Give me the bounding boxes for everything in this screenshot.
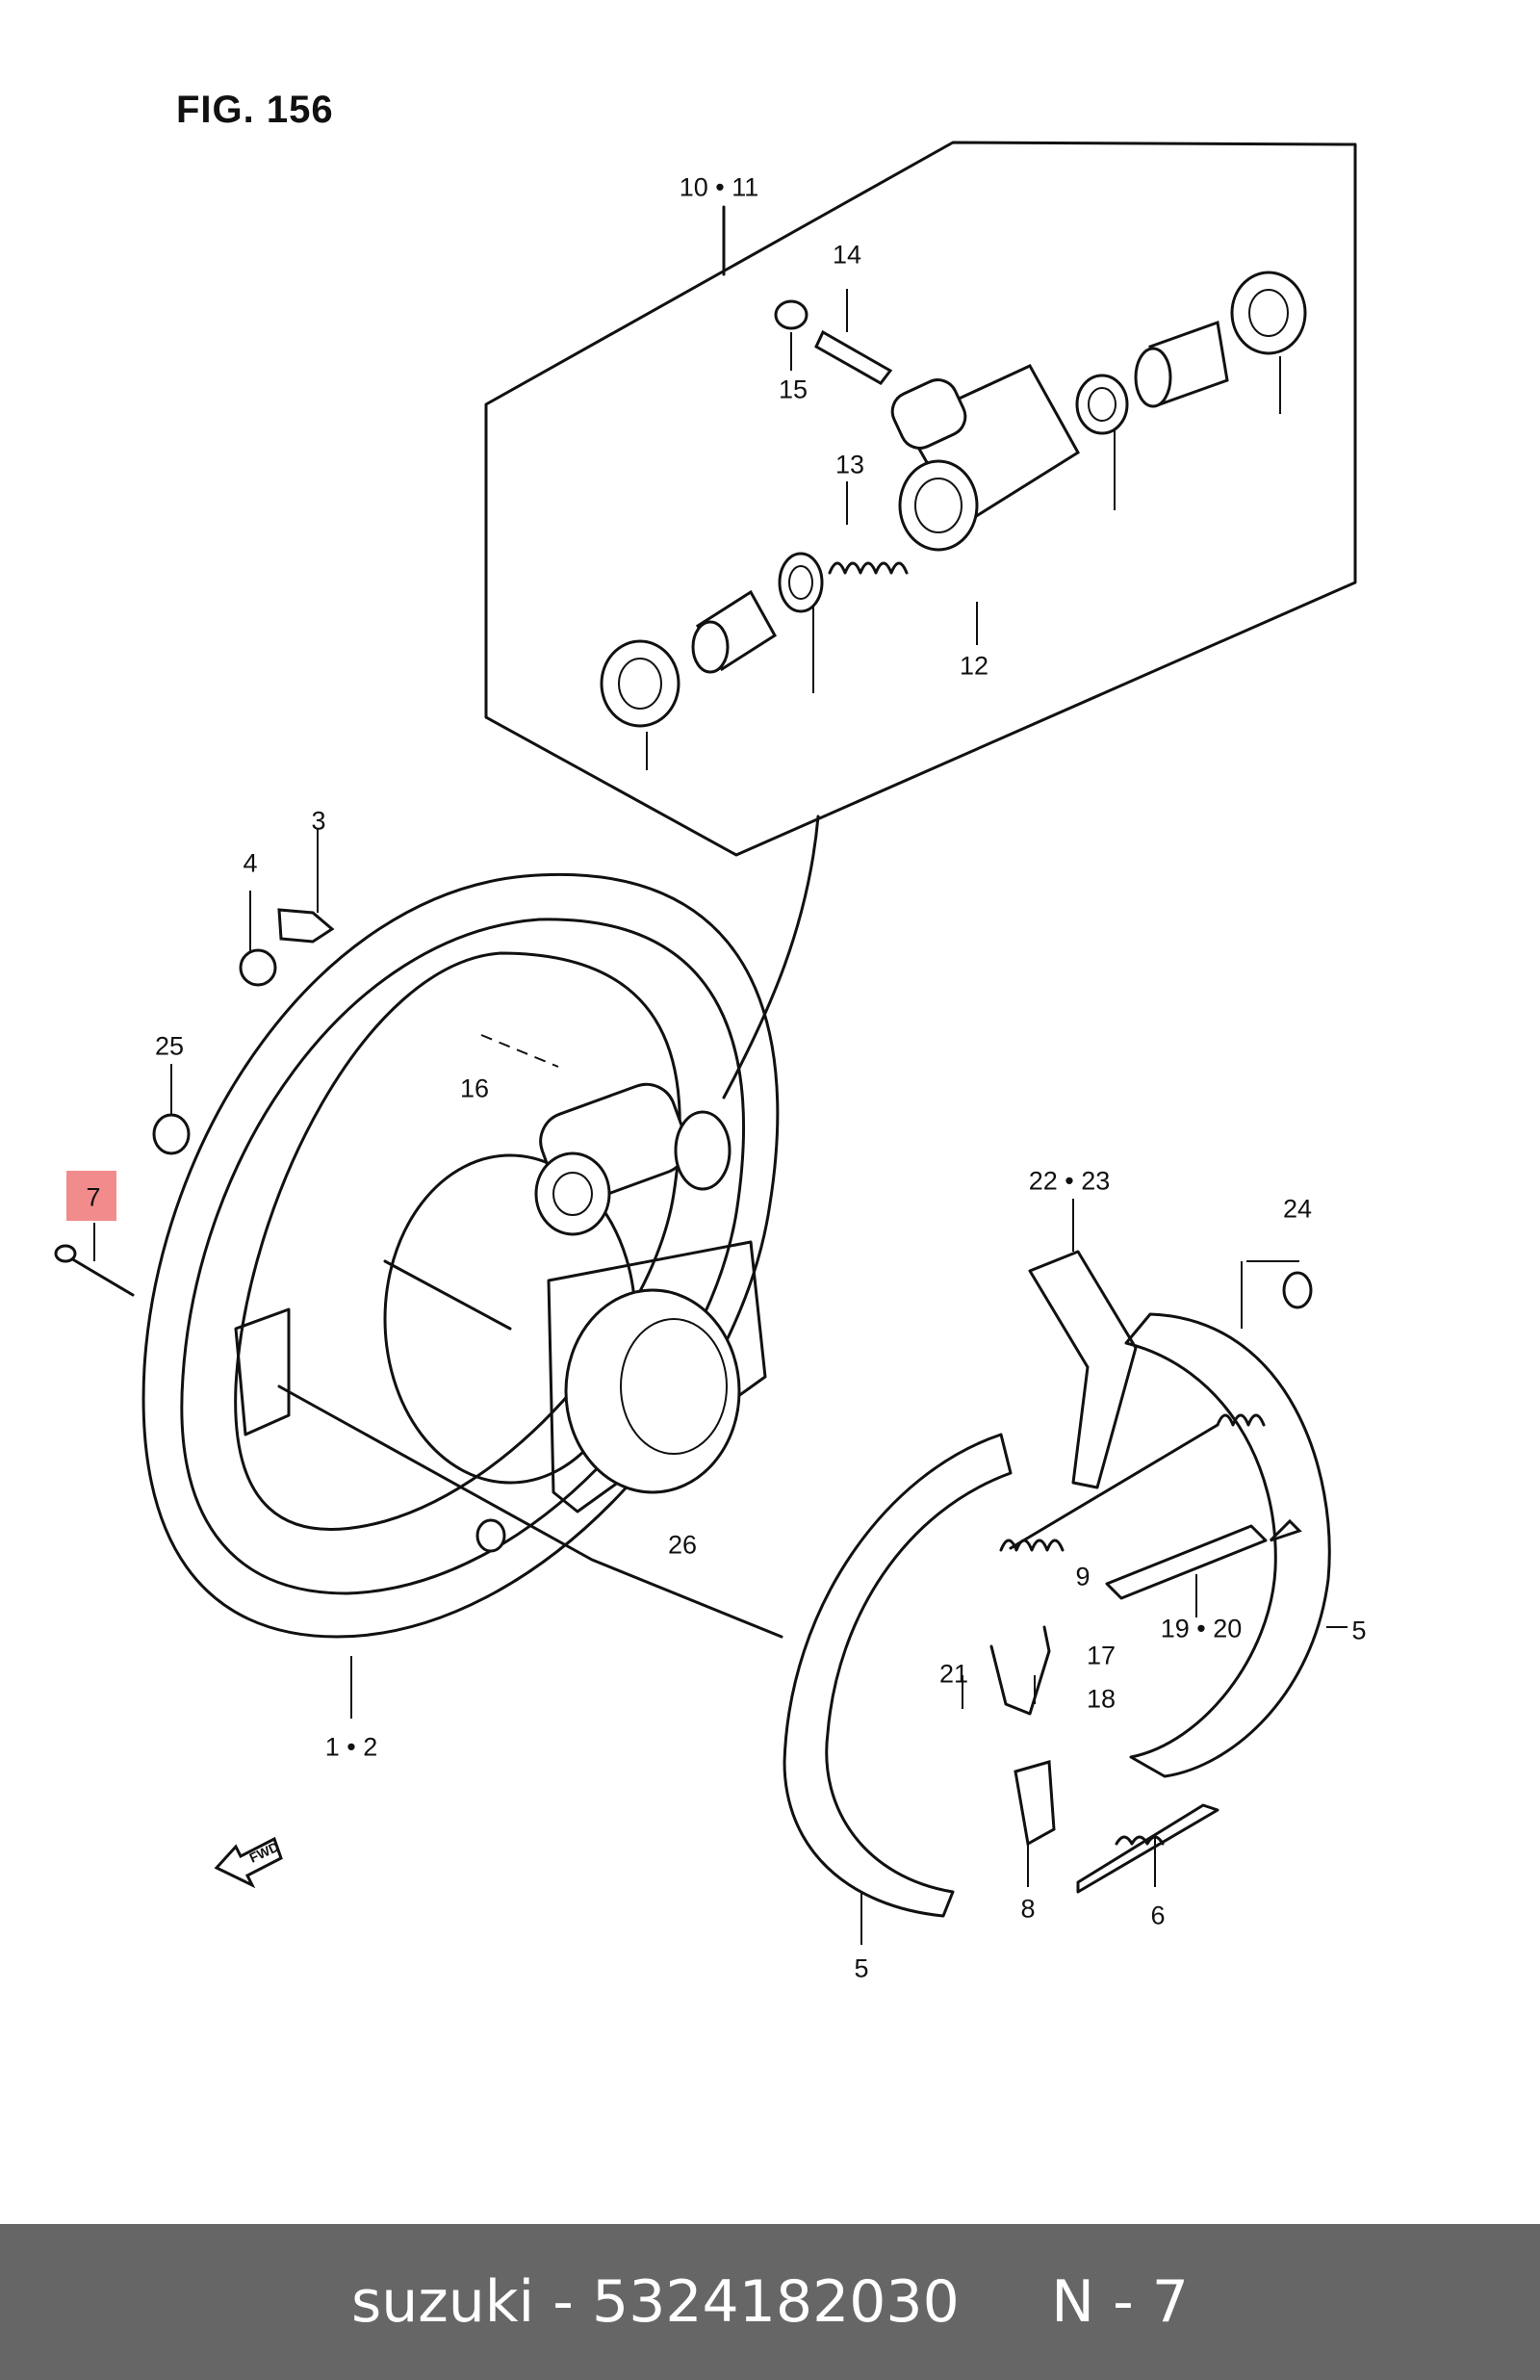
wheel-cylinder-inset	[484, 141, 1357, 857]
callout-10-11[interactable]: 10 • 11	[679, 172, 759, 202]
fasteners	[54, 828, 335, 1297]
fwd-arrow-icon: FWD	[214, 1836, 283, 1889]
brake-shoes	[350, 1199, 1348, 1945]
callout-18[interactable]: 18	[1086, 1684, 1116, 1714]
callout-14[interactable]: 14	[832, 240, 862, 270]
brake-exploded-diagram: FWD	[54, 141, 1357, 1945]
callout-26[interactable]: 26	[667, 1530, 698, 1560]
callout-5-right[interactable]: 5	[1351, 1616, 1367, 1645]
callout-9[interactable]: 9	[1075, 1562, 1091, 1591]
callout-19-20[interactable]: 19 • 20	[1160, 1614, 1243, 1643]
highlighted-part-marker[interactable]	[66, 1171, 116, 1221]
callout-16[interactable]: 16	[459, 1074, 490, 1103]
footer-part-number: suzuki - 5324182030 N - 7	[351, 2268, 1189, 2336]
callout-13[interactable]: 13	[834, 450, 865, 479]
callout-24[interactable]: 24	[1282, 1194, 1313, 1224]
brake-pipe	[722, 815, 820, 1099]
callout-3[interactable]: 3	[311, 806, 326, 836]
callout-17[interactable]: 17	[1086, 1641, 1116, 1670]
callout-1-2[interactable]: 1 • 2	[324, 1732, 378, 1762]
backing-plate	[141, 873, 783, 1639]
figure-title: FIG. 156	[176, 89, 334, 131]
callout-25[interactable]: 25	[154, 1031, 185, 1061]
callout-22-23[interactable]: 22 • 23	[1028, 1166, 1111, 1196]
callout-5-bottom[interactable]: 5	[854, 1953, 869, 1983]
callout-12[interactable]: 12	[959, 651, 989, 681]
callout-4[interactable]: 4	[243, 848, 258, 878]
callout-15[interactable]: 15	[778, 375, 808, 404]
callout-6[interactable]: 6	[1150, 1901, 1166, 1930]
callout-21[interactable]: 21	[938, 1659, 969, 1689]
callout-8[interactable]: 8	[1020, 1894, 1036, 1924]
callout-7[interactable]: 7	[86, 1182, 101, 1212]
footer-bar: suzuki - 5324182030 N - 7	[0, 2224, 1540, 2380]
